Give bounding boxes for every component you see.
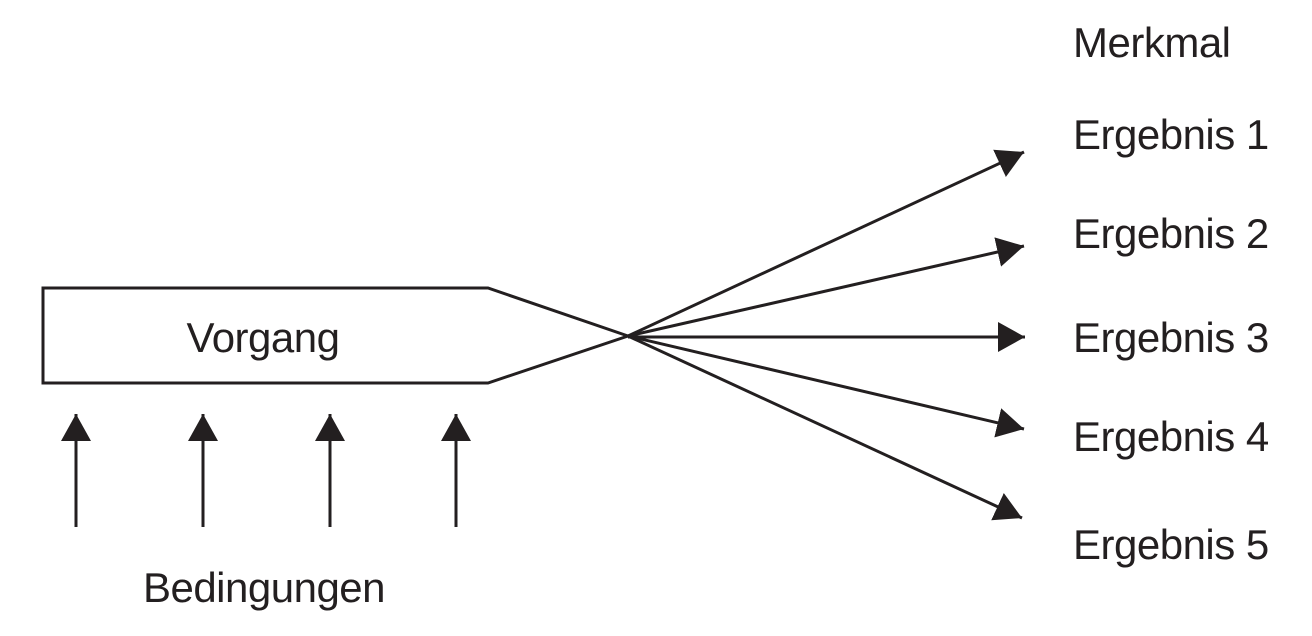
- conditions-label: Bedingungen: [143, 564, 385, 611]
- result-label-4: Ergebnis 4: [1073, 413, 1269, 460]
- result-arrows: [627, 149, 1025, 521]
- result-arrow-4: [627, 334, 1025, 438]
- result-arrow-5: [627, 334, 1023, 521]
- process-label: Vorgang: [187, 314, 340, 361]
- result-arrow-2: [627, 237, 1025, 338]
- process-box: [41, 286, 633, 385]
- result-labels: Ergebnis 1 Ergebnis 2 Ergebnis 3 Ergebni…: [1073, 111, 1269, 568]
- result-label-5: Ergebnis 5: [1073, 521, 1269, 568]
- result-label-2: Ergebnis 2: [1073, 210, 1269, 257]
- result-label-3: Ergebnis 3: [1073, 314, 1269, 361]
- condition-arrows: [61, 414, 471, 527]
- result-label-1: Ergebnis 1: [1073, 111, 1269, 158]
- feature-heading: Merkmal: [1073, 19, 1231, 66]
- result-arrow-1: [627, 149, 1025, 338]
